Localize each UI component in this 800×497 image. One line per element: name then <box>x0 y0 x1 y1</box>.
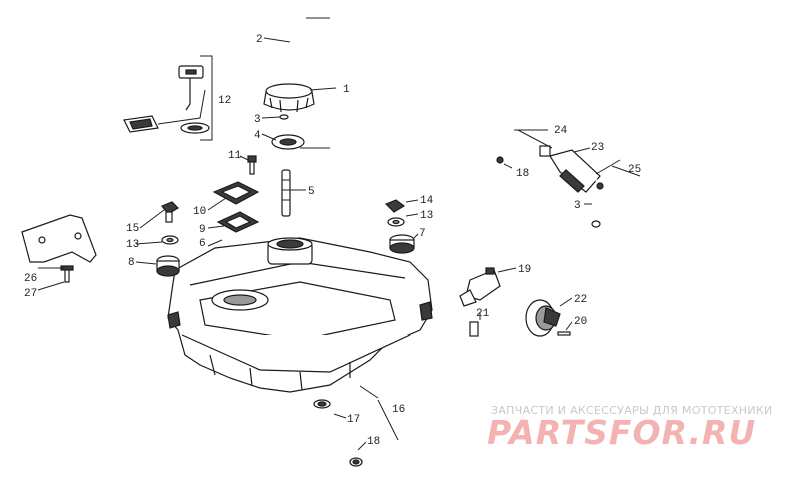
callout-1: 1 <box>343 84 350 96</box>
callout-5: 5 <box>308 186 315 198</box>
drain-hose-assembly <box>313 399 363 467</box>
tank-pad-upper <box>212 181 260 205</box>
callout-11: 11 <box>228 150 242 162</box>
callout-labels: 1 2 3 4 5 6 7 8 9 10 11 12 13 14 15 16 1… <box>24 34 641 448</box>
mount-bolt-left <box>161 201 179 223</box>
mount-grommet-left <box>156 255 180 277</box>
callout-27: 27 <box>24 288 37 300</box>
callout-2: 2 <box>256 34 263 46</box>
callout-20: 20 <box>574 316 587 328</box>
mount-washer-right <box>387 217 405 227</box>
callout-23: 23 <box>591 142 604 154</box>
callout-3: 3 <box>254 114 261 126</box>
fuel-tank <box>167 237 433 393</box>
breather-hose <box>282 28 313 59</box>
watermark-logo: PARTSFOR.RU <box>487 413 757 452</box>
callout-21: 21 <box>476 308 490 320</box>
callout-15: 15 <box>126 223 139 235</box>
washer <box>279 114 289 120</box>
callout-25: 25 <box>628 164 641 176</box>
callout-13a: 13 <box>126 239 139 251</box>
fuel-cap <box>263 83 315 113</box>
callout-3b: 3 <box>574 200 581 212</box>
callout-14: 14 <box>420 195 434 207</box>
callout-16: 16 <box>392 404 405 416</box>
mount-nut-right <box>384 199 406 213</box>
callout-24: 24 <box>554 125 568 137</box>
callout-13b: 13 <box>420 210 433 222</box>
filler-gasket <box>271 134 305 150</box>
callout-18b: 18 <box>516 168 529 180</box>
bolt-11 <box>247 155 257 175</box>
mounting-bracket <box>21 214 97 263</box>
callout-10: 10 <box>193 206 206 218</box>
leader-lines <box>37 17 641 451</box>
fuel-level-sender <box>123 55 213 141</box>
callout-26: 26 <box>24 273 37 285</box>
fuel-valve-assembly <box>459 267 571 337</box>
callout-7: 7 <box>419 228 426 240</box>
filler-strainer <box>281 169 291 217</box>
callout-6: 6 <box>199 238 206 250</box>
callout-18a: 18 <box>367 436 380 448</box>
callout-17: 17 <box>347 414 360 426</box>
callout-4: 4 <box>254 130 261 142</box>
callout-12: 12 <box>218 95 231 107</box>
tank-pad-lower <box>216 211 260 233</box>
callout-19: 19 <box>518 264 531 276</box>
callout-8: 8 <box>128 257 135 269</box>
callout-9: 9 <box>199 224 206 236</box>
watermark-subtitle: ЗАПЧАСТИ И АКСЕССУАРЫ ДЛЯ МОТОТЕХНИКИ <box>491 404 773 417</box>
callout-22: 22 <box>574 294 587 306</box>
fuel-filter-assembly <box>496 145 609 228</box>
mount-washer-left <box>161 235 179 245</box>
mount-grommet-right <box>389 234 415 254</box>
